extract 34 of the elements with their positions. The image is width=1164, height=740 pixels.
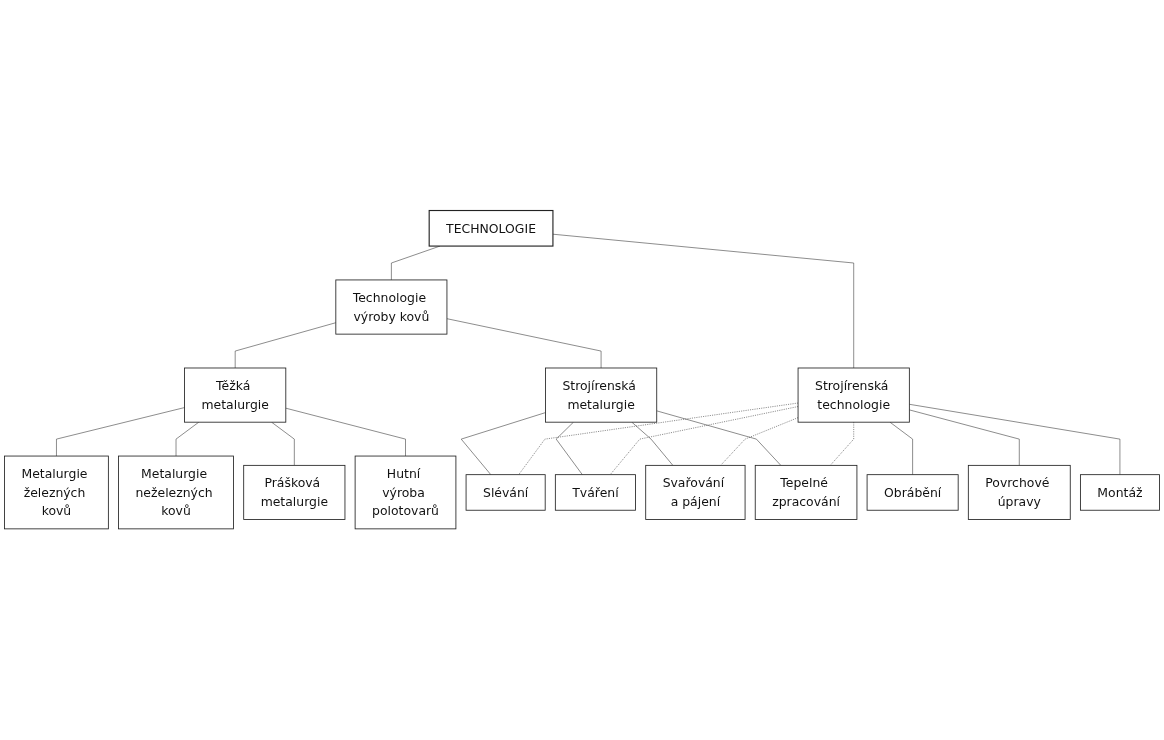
node-box: Těžká metalurgie <box>184 367 287 423</box>
node-box: Tepelné zpracování <box>754 465 858 521</box>
node-box: Technologie výroby kovů <box>335 279 448 335</box>
connector <box>555 422 583 476</box>
connector <box>552 234 854 369</box>
node-box: Metalurgie železných kovů <box>4 455 109 530</box>
node-box: Strojírenská metalurgie <box>545 367 658 423</box>
node-box: TECHNOLOGIE <box>428 210 554 247</box>
connector <box>460 412 546 476</box>
connector <box>446 318 602 369</box>
connector <box>234 322 337 369</box>
node-box: Svařování a pájení <box>645 465 746 521</box>
connector <box>720 417 799 466</box>
connector <box>889 422 913 476</box>
node-box: Tváření <box>554 474 636 511</box>
connector <box>830 422 854 466</box>
node-box: Metalurgie neželezných kovů <box>118 455 234 530</box>
connector <box>518 403 799 476</box>
connector <box>285 408 406 457</box>
node-box: Obrábění <box>866 474 959 511</box>
connector <box>656 410 782 466</box>
connector <box>609 406 799 476</box>
connector <box>909 409 1020 466</box>
node-box: Prášková metalurgie <box>243 465 346 521</box>
connector <box>175 422 200 457</box>
connector <box>271 422 295 466</box>
connector <box>631 422 674 466</box>
node-box: Montáž <box>1080 474 1160 511</box>
connector <box>909 404 1121 476</box>
node-box: Strojírenská technologie <box>797 367 910 423</box>
node-box: Slévání <box>465 474 546 511</box>
connector <box>56 407 185 457</box>
node-box: Povrchové úpravy <box>967 465 1071 521</box>
node-box: Hutní výroba polotovarů <box>354 455 457 530</box>
